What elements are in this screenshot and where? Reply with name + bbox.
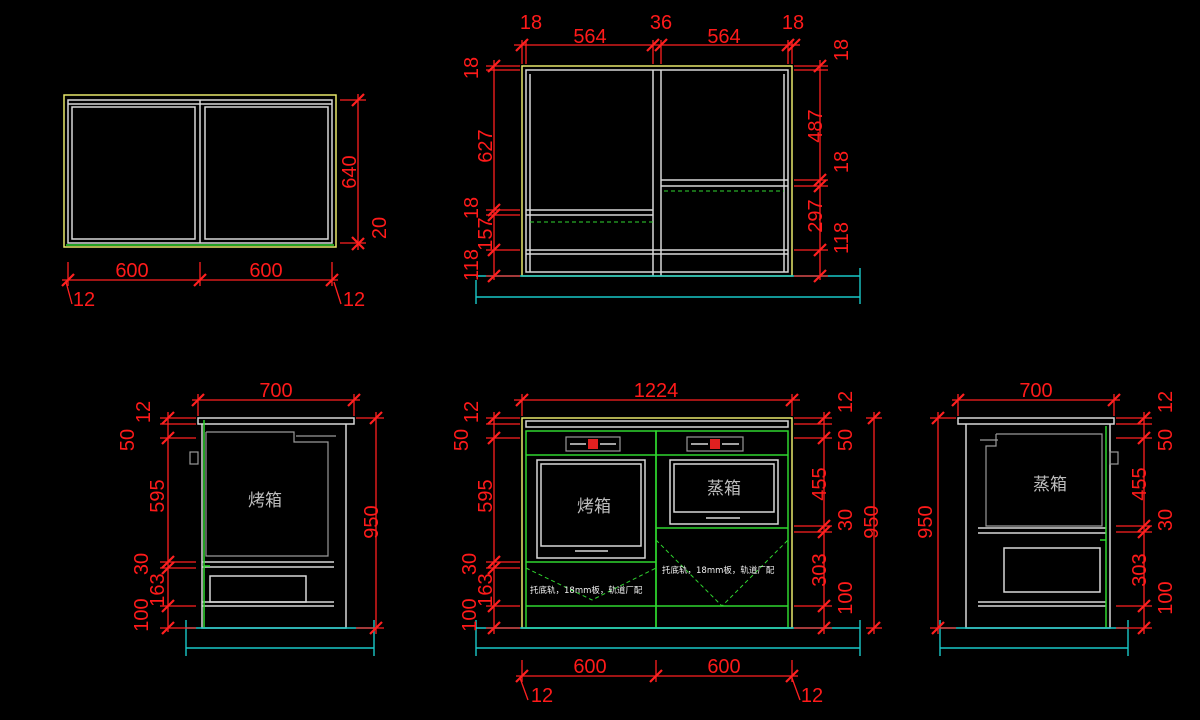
right-side-dim-30: 30 bbox=[1155, 509, 1177, 531]
left-side-dim-100: 100 bbox=[131, 598, 153, 631]
front-left-dim-100: 100 bbox=[459, 598, 481, 631]
front-bottom-end-left: 12 bbox=[531, 685, 553, 707]
front-bottom-end-right: 12 bbox=[801, 685, 823, 707]
front-frame-view: 18 564 36 564 18 18 627 18 157 118 bbox=[461, 12, 861, 304]
front-width-1224: 1224 bbox=[634, 380, 679, 402]
dim-frame-left-157: 157 bbox=[475, 217, 497, 250]
left-side-dim-595: 595 bbox=[147, 479, 169, 512]
oven-appliance bbox=[536, 459, 646, 559]
right-side-dim-50: 50 bbox=[1155, 429, 1177, 451]
front-right-dim-455: 455 bbox=[809, 467, 831, 500]
front-left-dim-595: 595 bbox=[475, 479, 497, 512]
note-left-rail: 托底轨，18mm板，轨道厂配 bbox=[530, 585, 643, 596]
right-side-dim-303: 303 bbox=[1129, 553, 1151, 586]
left-side-section: 烤箱 700 12 50 595 30 bbox=[117, 380, 384, 656]
front-right-dim-50: 50 bbox=[835, 429, 857, 451]
dim-frame-left-118: 118 bbox=[461, 249, 483, 281]
left-side-total: 950 bbox=[361, 505, 383, 538]
dim-frame-left-18-top: 18 bbox=[461, 57, 483, 79]
front-bottom-600-left: 600 bbox=[573, 656, 606, 678]
dim-top-left-600: 600 bbox=[115, 260, 148, 282]
dim-frame-right-18-top: 18 bbox=[831, 39, 853, 61]
dim-top-right-600: 600 bbox=[249, 260, 282, 282]
dim-top-depth-640: 640 bbox=[339, 155, 361, 188]
dim-frame-top-564-left: 564 bbox=[573, 26, 606, 48]
dim-frame-left-18-mid: 18 bbox=[461, 197, 483, 219]
dim-frame-top-18-left: 18 bbox=[520, 12, 542, 34]
right-side-section: 蒸箱 700 950 bbox=[915, 380, 1177, 656]
dim-frame-right-487: 487 bbox=[805, 109, 827, 142]
dim-frame-top-36: 36 bbox=[650, 12, 672, 34]
right-side-dim-100: 100 bbox=[1155, 581, 1177, 614]
top-view: 600 600 12 12 640 20 bbox=[61, 93, 391, 311]
dim-frame-right-118: 118 bbox=[831, 222, 853, 254]
dim-top-end-right: 12 bbox=[343, 289, 365, 311]
front-steamer-label: 蒸箱 bbox=[707, 479, 741, 499]
front-right-dim-100: 100 bbox=[835, 581, 857, 614]
note-right-rail: 托底轨，18mm板，轨道厂配 bbox=[662, 565, 775, 576]
front-left-dim-12: 12 bbox=[461, 401, 483, 423]
left-side-dim-12: 12 bbox=[133, 401, 155, 423]
front-total-950: 950 bbox=[861, 505, 883, 538]
front-left-dim-30: 30 bbox=[459, 553, 481, 575]
left-side-width: 700 bbox=[259, 380, 292, 402]
left-side-dim-30: 30 bbox=[131, 553, 153, 575]
oven-control-panel bbox=[565, 436, 621, 452]
steamer-appliance bbox=[669, 459, 779, 525]
right-side-total: 950 bbox=[915, 505, 937, 538]
front-bottom-600-right: 600 bbox=[707, 656, 740, 678]
oven-knob-icon bbox=[588, 439, 598, 449]
dim-frame-top-564-right: 564 bbox=[707, 26, 740, 48]
right-side-dim-455: 455 bbox=[1129, 467, 1151, 500]
dim-frame-top-18-right: 18 bbox=[782, 12, 804, 34]
right-side-dim-12: 12 bbox=[1155, 391, 1177, 413]
front-right-dim-303: 303 bbox=[809, 553, 831, 586]
left-side-dim-50: 50 bbox=[117, 429, 139, 451]
dim-top-depth-20: 20 bbox=[369, 217, 391, 239]
dim-frame-right-18-mid: 18 bbox=[831, 151, 853, 173]
front-oven-label: 烤箱 bbox=[577, 497, 611, 517]
front-right-dim-12: 12 bbox=[835, 391, 857, 413]
dim-top-end-left: 12 bbox=[73, 289, 95, 311]
dim-frame-left-627: 627 bbox=[475, 129, 497, 162]
right-side-steamer-label: 蒸箱 bbox=[1033, 475, 1067, 495]
front-left-dim-163: 163 bbox=[475, 573, 497, 606]
countertop-outline bbox=[63, 94, 337, 248]
front-right-dim-30: 30 bbox=[835, 509, 857, 531]
steamer-control-panel bbox=[686, 436, 744, 452]
steamer-knob-icon bbox=[710, 439, 720, 449]
dim-frame-right-297: 297 bbox=[805, 199, 827, 232]
left-side-dim-163: 163 bbox=[147, 573, 169, 606]
front-elevation: 烤箱 蒸箱 托底轨，18mm板，轨道厂配 托底轨，18mm板，轨道厂配 1224 bbox=[451, 380, 883, 707]
left-side-oven-label: 烤箱 bbox=[248, 491, 282, 511]
right-side-width: 700 bbox=[1019, 380, 1052, 402]
front-left-dim-50: 50 bbox=[451, 429, 473, 451]
